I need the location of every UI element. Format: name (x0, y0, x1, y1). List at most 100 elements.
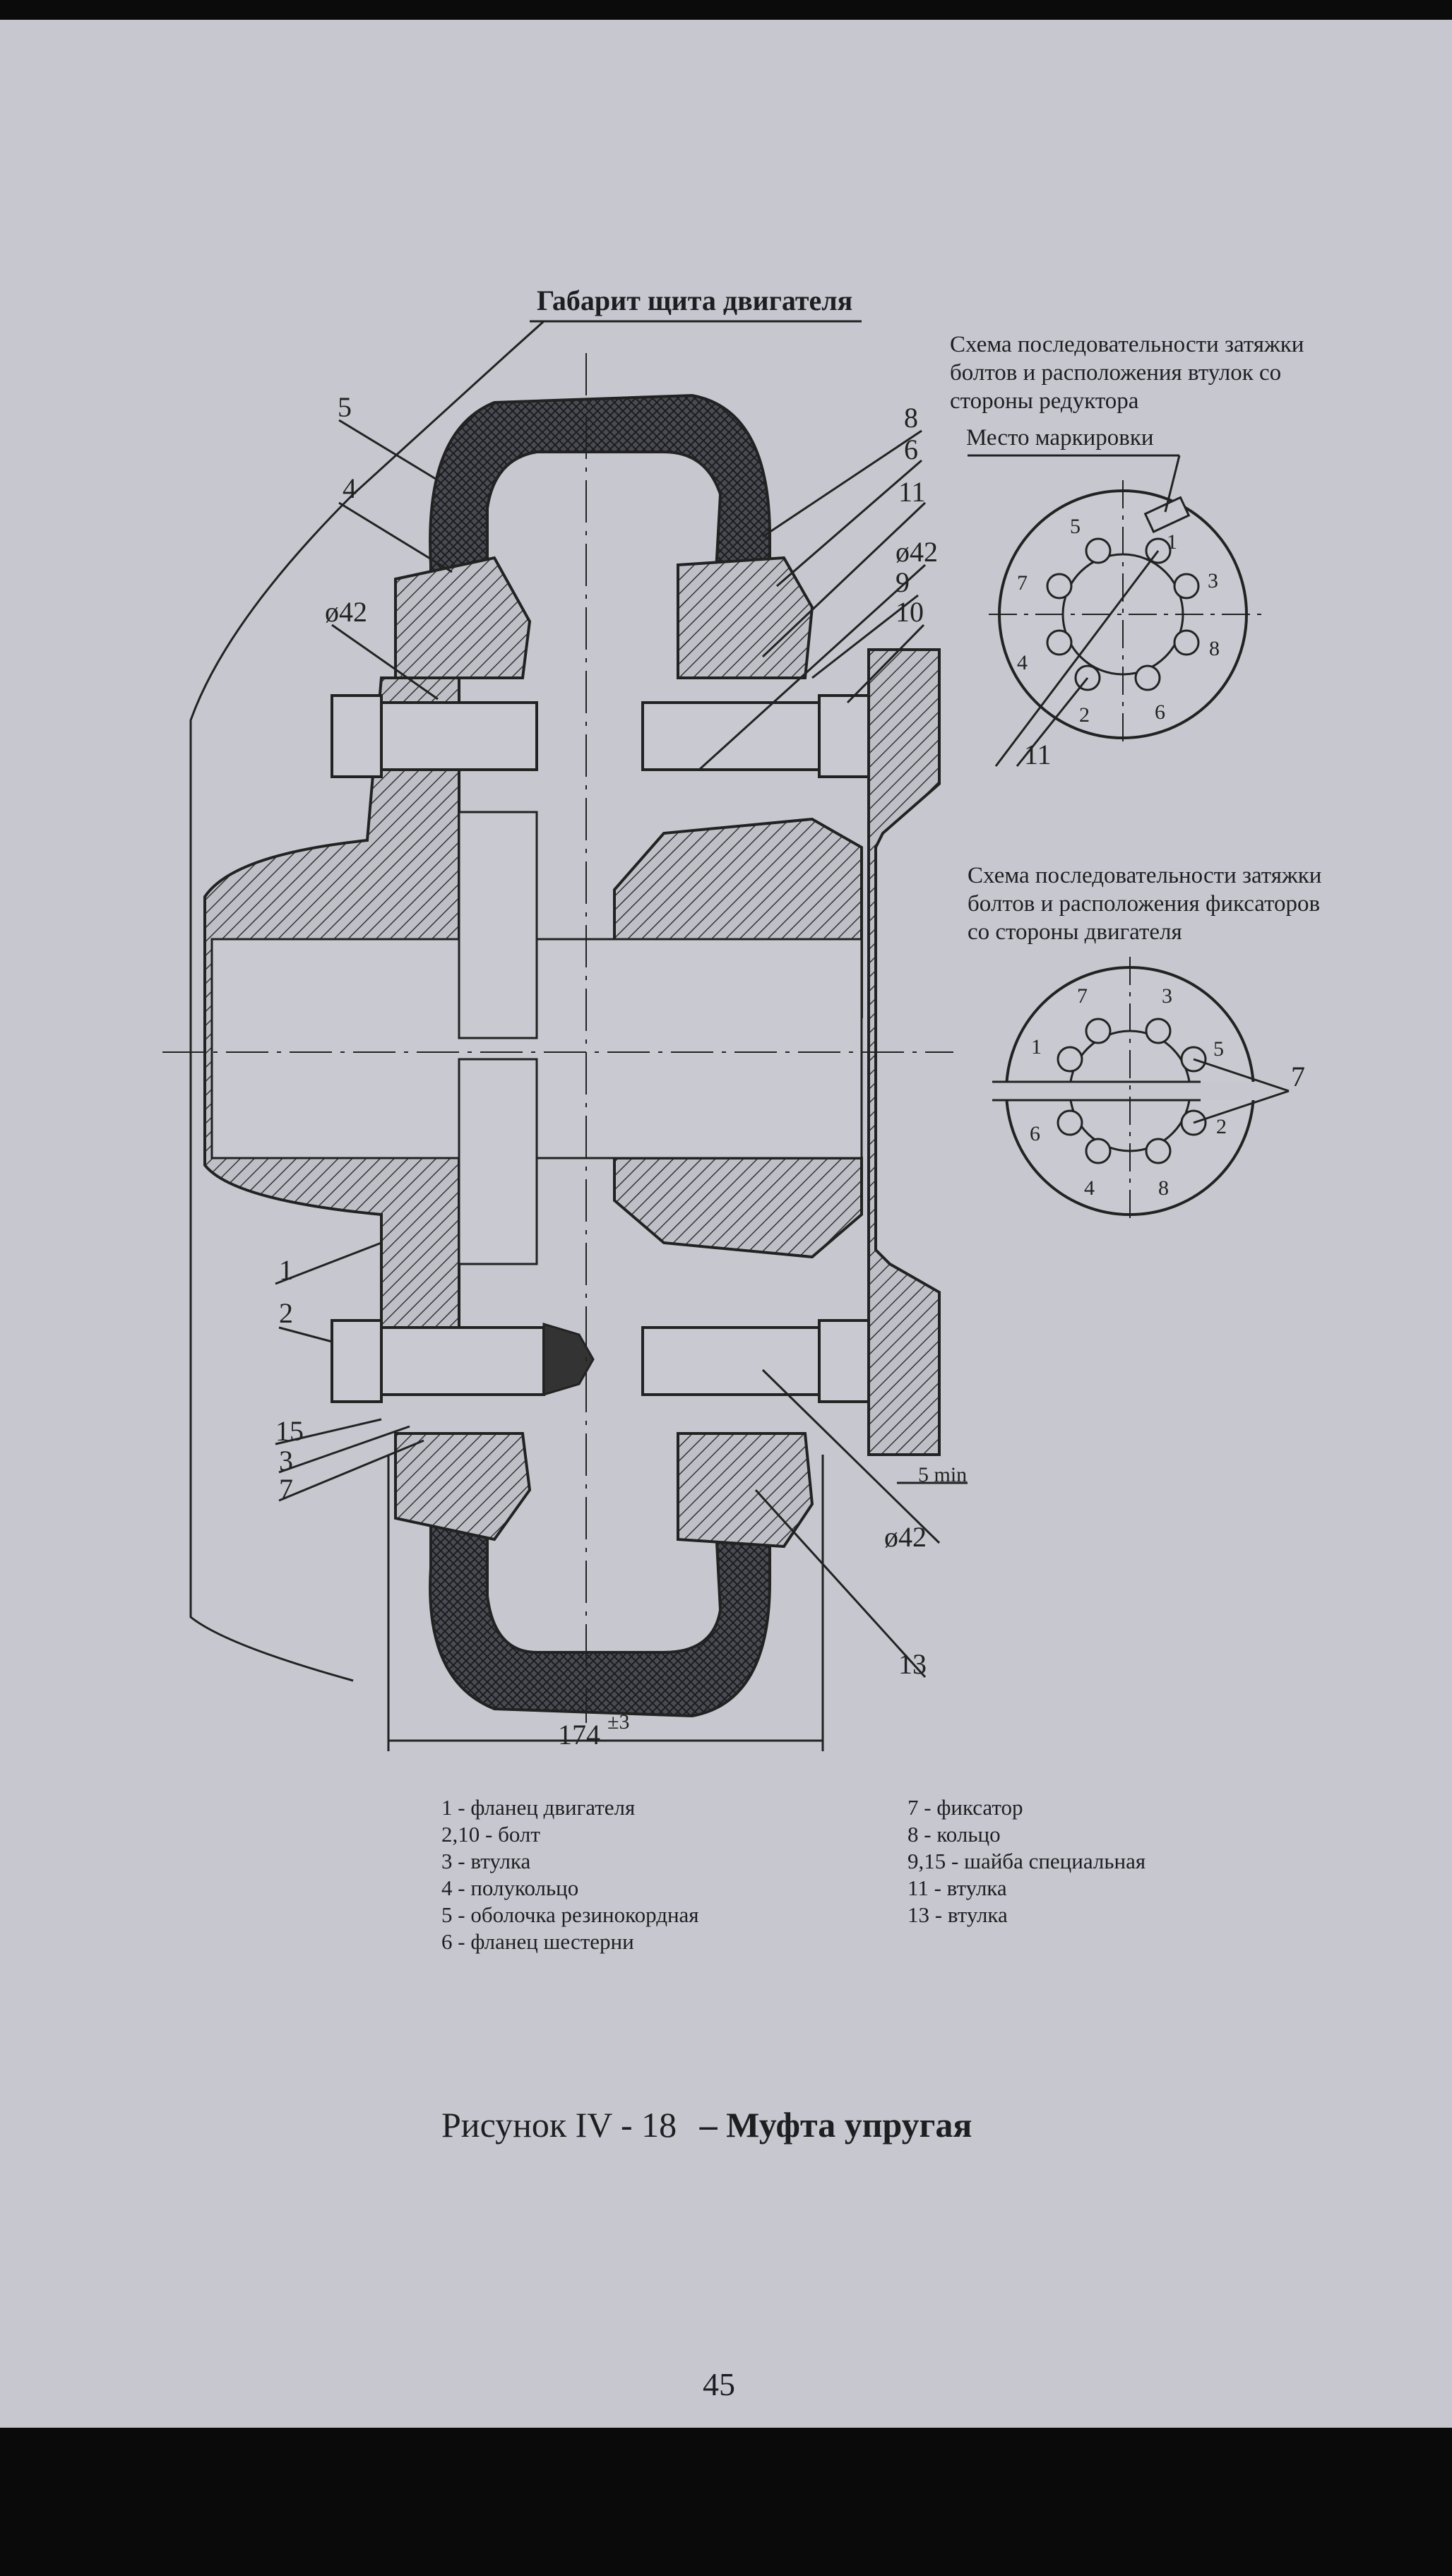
gearbox-scheme-title-2: болтов и расположения втулок со (950, 360, 1282, 386)
leader-1 (275, 1241, 382, 1285)
leader-4 (338, 501, 453, 573)
caption-prefix: Рисунок IV - 18 (441, 2105, 677, 2145)
motor-bolt-8: 8 (1158, 1176, 1169, 1200)
motor-bolt-5: 5 (1213, 1037, 1224, 1061)
leader-2 (278, 1326, 333, 1343)
leader-15 (275, 1418, 382, 1445)
leader-3 (278, 1425, 410, 1474)
leader-d42-top-right (698, 564, 927, 771)
label-1: 1 (279, 1254, 293, 1286)
gearbox-bolt-3: 3 (1208, 569, 1218, 592)
leader-5 (338, 419, 439, 482)
label-3: 3 (279, 1445, 293, 1477)
motor-scheme-figure (992, 957, 1290, 1225)
leader-8 (762, 429, 922, 538)
label-d42-top-left: ø42 (325, 596, 367, 628)
background-band (0, 2428, 1452, 2576)
half-ring-right-bottom (677, 1432, 814, 1549)
label-5min: 5 min (918, 1463, 967, 1486)
label-7: 7 (279, 1473, 293, 1505)
bolt-left-bottom-head (331, 1319, 383, 1403)
label-dim-tolerance: ±3 (607, 1710, 629, 1734)
motor-bolt-6: 6 (1030, 1122, 1040, 1145)
gearbox-bolt-4: 4 (1017, 651, 1028, 674)
legend-item: 9,15 - шайба специальная (908, 1849, 1146, 1873)
motor-bolt-4: 4 (1084, 1176, 1095, 1200)
legend-item: 1 - фланец двигателя (441, 1795, 636, 1820)
label-15: 15 (275, 1415, 304, 1447)
label-d42-bottom: ø42 (884, 1521, 927, 1553)
bolt-left-top-head (331, 694, 383, 778)
half-ring-left-top (394, 556, 532, 679)
label-d42-top-right: ø42 (895, 536, 938, 568)
gearbox-bolt-6: 6 (1155, 700, 1165, 724)
leader-13 (754, 1489, 927, 1678)
motor-bolt-7: 7 (1077, 984, 1088, 1008)
label-dim-174: 174 (558, 1719, 600, 1751)
motor-shield-label: Габарит щита двигателя (537, 285, 853, 316)
half-ring-left-bottom (394, 1432, 532, 1542)
legend-item: 3 - втулка (441, 1849, 531, 1873)
legend-item: 13 - втулка (908, 1902, 1008, 1927)
caption-title: – Муфта упругая (699, 2105, 972, 2145)
figure-caption: Рисунок IV - 18 – Муфта упругая (441, 2104, 972, 2145)
legend-item: 6 - фланец шестерни (441, 1929, 634, 1954)
callout-11-leader-b (1016, 677, 1089, 767)
legend-item: 2,10 - болт (441, 1822, 540, 1847)
leader-d42-top-left (331, 624, 439, 700)
leader-11 (761, 501, 927, 658)
leader-10 (846, 624, 925, 704)
marking-place-label: Место маркировки (966, 425, 1154, 451)
label-10: 10 (895, 596, 924, 628)
leader-9 (811, 594, 919, 679)
gearbox-scheme-figure (968, 454, 1264, 767)
gearbox-scheme-title-3: стороны редуктора (950, 388, 1139, 414)
center-slot-upper (458, 811, 538, 1039)
label-11: 11 (898, 476, 926, 508)
motor-callout-7: 7 (1291, 1061, 1305, 1092)
label-4: 4 (343, 472, 357, 504)
callout-7-leader-b (1193, 1090, 1290, 1124)
center-slot-lower (458, 1058, 538, 1265)
label-6: 6 (904, 434, 918, 465)
motor-scheme-title-1: Схема последовательности затяжки (968, 863, 1322, 888)
half-ring-right-top (677, 556, 814, 679)
motor-bolt-1: 1 (1031, 1035, 1042, 1059)
motor-bolt-2: 2 (1216, 1115, 1227, 1138)
rubber-shell-bottom (429, 1474, 771, 1718)
leader-7 (278, 1439, 424, 1502)
motor-bolt-3: 3 (1162, 984, 1172, 1008)
page-number: 45 (703, 2366, 735, 2402)
gear-flange-lower (613, 1157, 863, 1259)
top-label-leader (507, 320, 545, 354)
rubber-shell-top (429, 393, 771, 623)
legend-item: 7 - фиксатор (908, 1795, 1023, 1820)
reducer-plate (867, 648, 941, 1456)
leader-d42-bottom (761, 1368, 941, 1544)
label-5: 5 (338, 391, 352, 423)
gearbox-scheme-title-1: Схема последовательности затяжки (950, 332, 1304, 357)
label-2: 2 (279, 1297, 293, 1329)
gearbox-bolt-5: 5 (1070, 515, 1081, 538)
label-9: 9 (895, 566, 910, 598)
legend-item: 8 - кольцо (908, 1822, 1001, 1847)
gearbox-bolt-8: 8 (1209, 637, 1220, 660)
legend-item: 5 - оболочка резинокордная (441, 1902, 699, 1927)
motor-scheme-title-2: болтов и расположения фиксаторов (968, 891, 1321, 917)
gearbox-bolt-2: 2 (1079, 703, 1090, 727)
gearbox-callout-11: 11 (1024, 739, 1052, 770)
gearbox-bolt-1: 1 (1167, 530, 1177, 554)
gearbox-bolt-7: 7 (1017, 571, 1028, 595)
motor-shield-outline (189, 352, 510, 1682)
legend-item: 4 - полукольцо (441, 1876, 579, 1900)
callout-7-leader-a (1193, 1058, 1290, 1092)
bolt-right-top-head (818, 694, 870, 778)
callout-11-leader-a (994, 550, 1160, 767)
bolt-right-bottom-head (818, 1319, 870, 1403)
label-13: 13 (898, 1648, 927, 1680)
label-8: 8 (904, 402, 918, 434)
leader-6 (776, 459, 922, 588)
motor-scheme-title-3: со стороны двигателя (968, 919, 1182, 945)
legend-item: 11 - втулка (908, 1876, 1007, 1900)
